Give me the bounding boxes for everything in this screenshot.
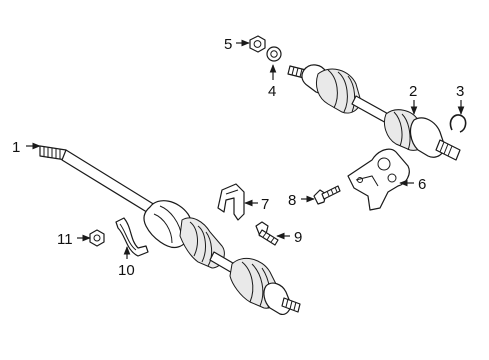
washer [266,46,282,62]
heat-shield [115,217,149,257]
callout-4: 4 [268,83,276,100]
callout-leaders [26,39,465,259]
left-axle-shaft [39,145,301,315]
harness-clip [217,183,245,221]
bolt-9 [255,221,279,246]
callout-1: 1 [12,139,20,156]
bolt-8 [313,185,341,205]
callout-11: 11 [57,231,73,248]
nut-11 [89,229,105,247]
callout-3: 3 [456,83,464,100]
snap-ring [449,114,467,133]
callout-6: 6 [418,176,426,193]
callout-labels: 1 2 3 4 5 6 7 8 9 10 11 [12,36,464,279]
callout-9: 9 [294,229,302,246]
right-axle-shaft [287,64,461,161]
callout-2: 2 [409,83,417,100]
callout-5: 5 [224,36,232,53]
hub-nut [249,35,266,53]
bearing-bracket [347,148,410,211]
callout-8: 8 [288,192,296,209]
callout-10: 10 [118,262,135,279]
callout-7: 7 [261,196,269,213]
